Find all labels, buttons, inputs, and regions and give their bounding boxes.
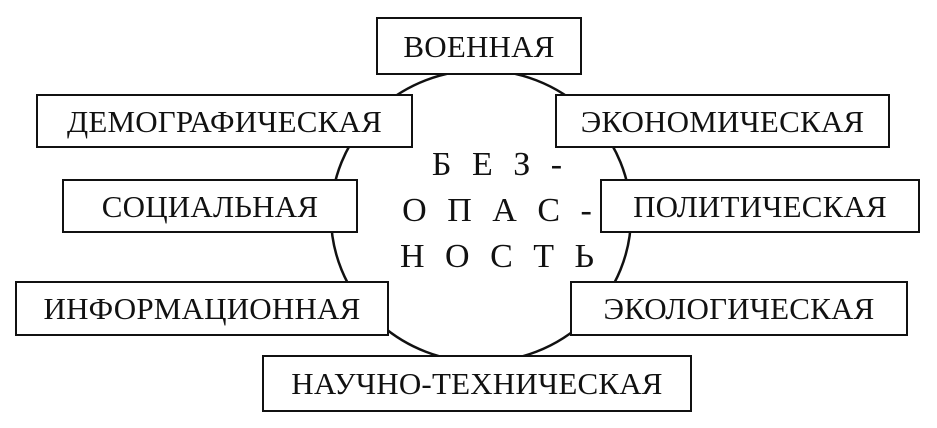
center-label-line-1: Б Е З - (431, 146, 569, 183)
center-label-line-3: Н О С Т Ь (400, 238, 601, 275)
box-demographic: ДЕМОГРАФИЧЕСКАЯ (36, 94, 413, 148)
box-scientific-technical: НАУЧНО-ТЕХНИЧЕСКАЯ (262, 355, 692, 412)
center-label: Б Е З - О П А С - Н О С Т Ь (400, 142, 600, 280)
box-economic: ЭКОНОМИЧЕСКАЯ (555, 94, 890, 148)
center-label-line-2: О П А С - (402, 192, 598, 229)
box-military: ВОЕННАЯ (376, 17, 582, 75)
box-informational: ИНФОРМАЦИОННАЯ (15, 281, 389, 336)
box-political: ПОЛИТИЧЕСКАЯ (600, 179, 920, 233)
box-ecological: ЭКОЛОГИЧЕСКАЯ (570, 281, 908, 336)
box-social: СОЦИАЛЬНАЯ (62, 179, 358, 233)
